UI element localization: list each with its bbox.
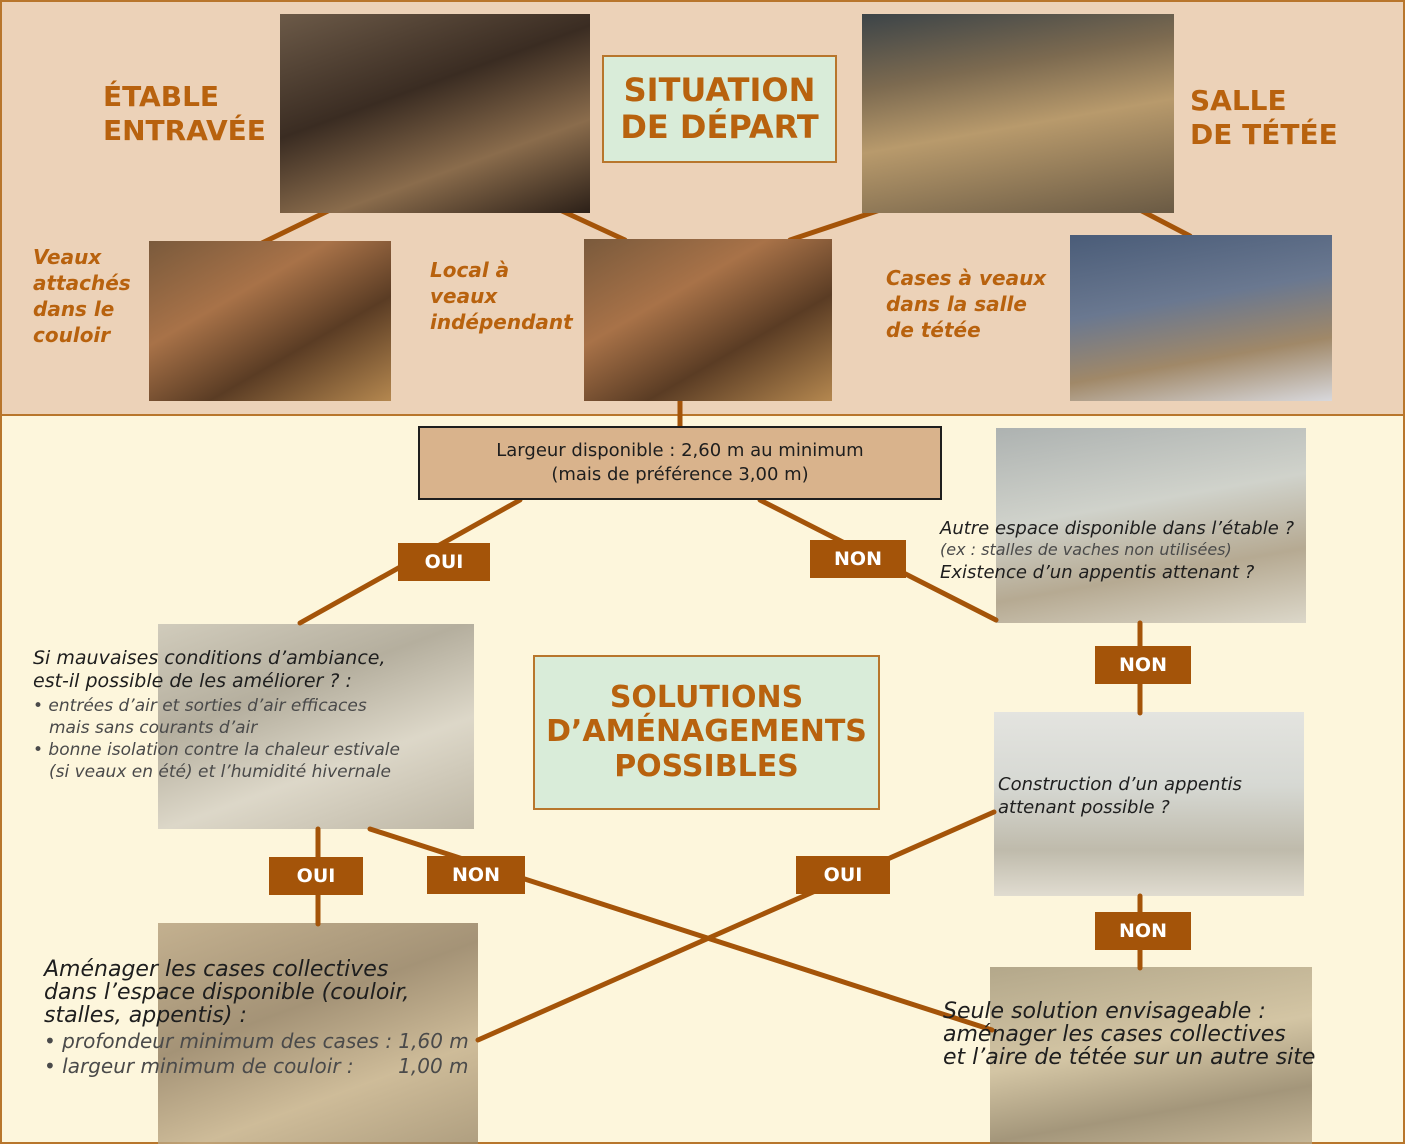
ambiance-q1: Si mauvaises conditions d’ambiance, [33, 647, 386, 669]
oui-tag-1: OUI [398, 543, 490, 581]
criteria-line-1: Largeur disponible : 2,60 m au minimum [496, 439, 864, 461]
construction-l2: attenant possible ? [998, 797, 1170, 819]
autre-l1: Autre espace disponible dans l’étable ? [940, 518, 1295, 539]
photo-veaux-attaches [149, 241, 391, 401]
veaux-attaches-label: Veaux attachés dans le couloir [33, 244, 131, 348]
situation-line-2: DE DÉPART [620, 108, 819, 146]
amenager-bullets: • profondeur minimum des cases : 1,60 m … [44, 1029, 469, 1079]
seule-l2: aménager les cases collectives [943, 1022, 1286, 1048]
photo-appentis [994, 712, 1304, 896]
criteria-box: Largeur disponible : 2,60 m au minimum (… [418, 426, 942, 500]
cases-line-2: dans la salle [886, 292, 1027, 316]
salle-line-1: SALLE [1190, 84, 1287, 117]
ambiance-question: Si mauvaises conditions d’ambiance, est-… [33, 647, 400, 783]
autre-l2: (ex : stalles de vaches non utilisées) [940, 540, 1232, 560]
photo-local-veaux [584, 239, 832, 401]
solutions-line-2: D’AMÉNAGEMENTS [546, 714, 867, 750]
amenager-l1: Aménager les cases collectives [44, 957, 389, 982]
ambiance-b2b: (si veaux en été) et l’humidité hivernal… [49, 761, 391, 782]
line-construction-oui [475, 809, 997, 1043]
solutions-line-3: POSSIBLES [614, 748, 799, 784]
amenager-l2: dans l’espace disponible (couloir, [44, 980, 410, 1006]
veaux-line-3: dans le [33, 297, 115, 321]
seule-l3: et l’aire de tétée sur un autre site [943, 1045, 1316, 1071]
photo-salle-tetee [862, 14, 1174, 213]
line-etable-veaux [259, 207, 333, 246]
photo-cases-veaux [1070, 235, 1332, 401]
photo-cases-collectives [158, 923, 478, 1144]
line-salle-cases [1137, 207, 1193, 239]
seule-solution-text: Seule solution envisageable : aménager l… [943, 1000, 1315, 1069]
local-line-2: veaux [430, 284, 498, 308]
autre-l3: Existence d’un appentis attenant ? [940, 562, 1255, 584]
oui-tag-2: OUI [269, 857, 363, 895]
salle-line-2: DE TÉTÉE [1190, 117, 1338, 151]
local-veaux-label: Local à veaux indépendant [430, 257, 573, 335]
situation-line-1: SITUATION [623, 71, 816, 110]
autre-espace-question: Autre espace disponible dans l’étable ? … [940, 517, 1294, 585]
criteria-line-2: (mais de préférence 3,00 m) [551, 464, 809, 485]
oui-tag-3: OUI [796, 856, 890, 894]
seule-l1: Seule solution envisageable : [943, 999, 1266, 1024]
local-line-1: Local à [430, 258, 510, 282]
photo-etable-entravee [280, 14, 590, 213]
non-tag-2: NON [1095, 646, 1191, 684]
line-etable-local [557, 207, 628, 243]
etable-entravee-title: ÉTABLE ENTRAVÉE [103, 80, 266, 147]
veaux-line-4: couloir [33, 323, 111, 347]
ambiance-q2: est-il possible de les améliorer ? : [33, 669, 352, 692]
ambiance-b2a: • bonne isolation contre la chaleur esti… [33, 739, 400, 760]
line-salle-local [787, 207, 883, 243]
ambiance-b1a: • entrées d’air et sorties d’air efficac… [33, 695, 367, 716]
veaux-line-2: attachés [33, 271, 131, 295]
situation-box: SITUATION DE DÉPART [602, 55, 837, 163]
photo-autre-site [990, 967, 1312, 1144]
non-tag-1: NON [810, 540, 906, 578]
etable-line-2: ENTRAVÉE [103, 113, 266, 147]
photo-ambiance [158, 624, 474, 829]
cases-line-1: Cases à veaux [886, 266, 1047, 290]
ambiance-bullets: • entrées d’air et sorties d’air efficac… [33, 695, 400, 783]
amenager-b2: • largeur minimum de couloir : 1,00 m [44, 1054, 469, 1079]
photo-etable-stalls [996, 428, 1306, 623]
construction-question: Construction d’un appentis attenant poss… [998, 773, 1242, 820]
amenager-text: Aménager les cases collectives dans l’es… [44, 958, 469, 1079]
etable-line-1: ÉTABLE [103, 80, 220, 113]
amenager-l3: stalles, appentis) : [44, 1003, 247, 1029]
veaux-line-1: Veaux [33, 245, 102, 269]
solutions-box: SOLUTIONS D’AMÉNAGEMENTS POSSIBLES [533, 655, 880, 810]
cases-veaux-label: Cases à veaux dans la salle de tétée [886, 265, 1046, 343]
salle-tetee-title: SALLE DE TÉTÉE [1190, 84, 1338, 151]
cases-line-3: de tétée [886, 318, 981, 342]
solutions-line-1: SOLUTIONS [609, 679, 804, 715]
construction-l1: Construction d’un appentis [998, 774, 1242, 795]
amenager-b1: • profondeur minimum des cases : 1,60 m [44, 1029, 469, 1054]
ambiance-b1b: mais sans courants d’air [49, 717, 258, 738]
local-line-3: indépendant [430, 310, 573, 334]
non-tag-4: NON [1095, 912, 1191, 950]
non-tag-3: NON [427, 856, 525, 894]
